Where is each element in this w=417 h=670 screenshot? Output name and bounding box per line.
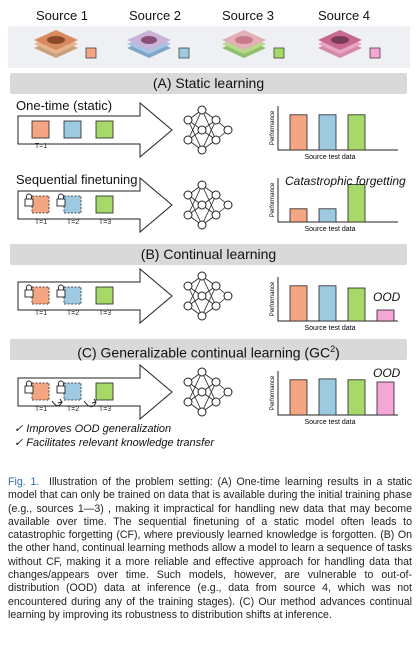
bar-3 bbox=[347, 184, 366, 223]
source-3-color-square bbox=[273, 47, 285, 59]
source-2-image-stack bbox=[127, 30, 190, 59]
time-label: T=1 bbox=[35, 143, 47, 150]
sequential-pipeline bbox=[17, 176, 233, 234]
bar-1 bbox=[289, 379, 308, 416]
pipeline-diagram: T=1 T=1 T=2 T=3 T=1 T=2 T=3 T=1 T=2 T=3 … bbox=[17, 101, 398, 426]
transfer-arrow-1 bbox=[51, 400, 63, 407]
benefits-list: ✓ Improves OOD generalization ✓ Facilita… bbox=[14, 422, 214, 450]
section-c-title-end: ) bbox=[335, 344, 340, 361]
figure-number: Fig. 1. bbox=[8, 476, 40, 488]
figure-caption: Fig. 1. Illustration of the problem sett… bbox=[8, 476, 412, 622]
catastrophic-forgetting-label: Catastrophic forgetting bbox=[285, 174, 406, 188]
gc2-task-1 bbox=[31, 382, 50, 401]
benefit-knowledge-transfer: ✓ Facilitates relevant knowledge transfe… bbox=[14, 437, 214, 449]
continual-task-1 bbox=[31, 286, 50, 305]
chart-xlabel: Source test data bbox=[305, 325, 356, 332]
benefit-ood-generalization: ✓ Improves OOD generalization bbox=[14, 423, 172, 435]
caption-text: Illustration of the problem setting: (A)… bbox=[8, 476, 412, 621]
chart-ylabel: Performance bbox=[270, 375, 276, 410]
ood-label-continual: OOD bbox=[373, 290, 401, 304]
sequential-task-2 bbox=[63, 195, 82, 214]
source-images-strip bbox=[8, 26, 410, 68]
section-c-title: (C) Generalizable continual learning (GC bbox=[77, 344, 331, 361]
source-3-label: Source 3 bbox=[222, 8, 275, 23]
bar-2 bbox=[318, 285, 337, 322]
time-label: T=2 bbox=[67, 406, 79, 413]
time-label: T=3 bbox=[99, 219, 111, 226]
bar-1 bbox=[289, 114, 308, 151]
source-1-label: Source 1 bbox=[36, 8, 89, 23]
time-label: T=1 bbox=[35, 310, 47, 317]
source-2-color-square bbox=[178, 47, 190, 59]
bar-3 bbox=[347, 114, 366, 151]
source-4-label: Source 4 bbox=[318, 8, 371, 23]
one-time-network-icon bbox=[183, 105, 233, 155]
ood-label-gc2: OOD bbox=[373, 366, 401, 380]
continual-task-2 bbox=[63, 286, 82, 305]
chart-ylabel: Performance bbox=[270, 281, 276, 316]
one-time-task-2 bbox=[63, 120, 82, 139]
continual-pipeline bbox=[17, 267, 233, 325]
source-4-image-stack bbox=[318, 30, 381, 59]
chart-xlabel: Source test data bbox=[305, 154, 356, 161]
time-label: T=1 bbox=[35, 406, 47, 413]
section-b-header: (B) Continual learning bbox=[10, 244, 407, 265]
sequential-task-3 bbox=[95, 195, 114, 214]
bar-1 bbox=[289, 285, 308, 322]
sequential-label: Sequential finetuning bbox=[16, 172, 138, 187]
gc2-task-2 bbox=[63, 382, 82, 401]
continual-network-icon bbox=[183, 271, 233, 321]
source-2-label: Source 2 bbox=[129, 8, 182, 23]
one-time-pipeline bbox=[17, 101, 233, 159]
one-time-task-3 bbox=[95, 120, 114, 139]
time-label: T=2 bbox=[67, 219, 79, 226]
source-3-image-stack bbox=[222, 30, 285, 59]
chart-xlabel: Source test data bbox=[305, 419, 356, 426]
gc2-task-3 bbox=[95, 382, 114, 401]
bar-3 bbox=[347, 287, 366, 322]
source-1-image-stack bbox=[34, 30, 97, 59]
continual-task-3 bbox=[95, 286, 114, 305]
transfer-arrow-2 bbox=[83, 400, 97, 408]
bar-2 bbox=[318, 378, 337, 416]
bar-3 bbox=[347, 379, 366, 416]
chart-ylabel: Performance bbox=[270, 182, 276, 217]
time-label: T=1 bbox=[35, 219, 47, 226]
time-label: T=2 bbox=[67, 310, 79, 317]
bar-4 bbox=[376, 309, 395, 322]
bar-4 bbox=[376, 381, 395, 416]
sequential-arrow bbox=[17, 176, 173, 234]
section-c-header: (C) Generalizable continual learning (GC… bbox=[10, 339, 407, 361]
problem-setting-figure: Source 1 Source 2 Source 3 Source 4 bbox=[8, 8, 410, 450]
chart-xlabel: Source test data bbox=[305, 226, 356, 233]
chart-ylabel: Performance bbox=[270, 110, 276, 145]
section-c-superscript: 2 bbox=[330, 344, 336, 354]
bar-2 bbox=[318, 208, 337, 223]
sequential-network-icon bbox=[183, 180, 233, 230]
one-time-task-1 bbox=[31, 120, 50, 139]
gc2-pipeline bbox=[17, 363, 233, 421]
one-time-label: One-time (static) bbox=[16, 98, 113, 113]
source-1-color-square bbox=[85, 47, 97, 59]
continual-arrow bbox=[17, 267, 173, 325]
sequential-task-1 bbox=[31, 195, 50, 214]
bar-2 bbox=[318, 114, 337, 151]
one-time-arrow bbox=[17, 101, 173, 159]
section-a-header: (A) Static learning bbox=[10, 73, 407, 94]
bar-1 bbox=[289, 208, 308, 223]
source-4-color-square bbox=[369, 47, 381, 59]
gc2-network-icon bbox=[183, 367, 233, 417]
time-label: T=3 bbox=[99, 406, 111, 413]
time-label: T=3 bbox=[99, 310, 111, 317]
